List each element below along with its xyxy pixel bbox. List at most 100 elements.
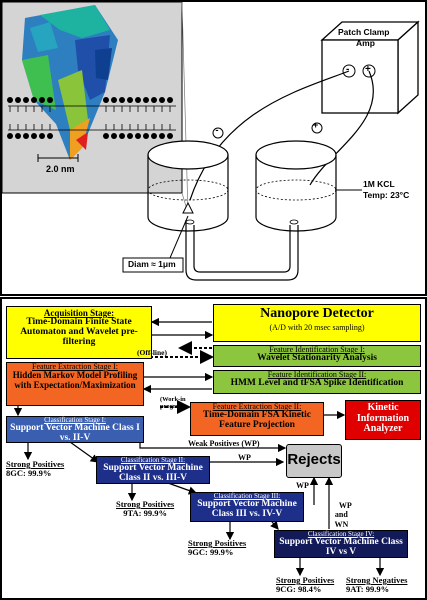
feature-extraction-stage-2-box: Feature Extraction Stage II: Time-Domain…	[190, 402, 324, 436]
classification-stage-1-box: Classification Stage I: Support Vector M…	[6, 416, 144, 443]
fe2-title: Feature Extraction Stage II:	[212, 402, 302, 411]
lipid-head	[159, 133, 165, 139]
lipid-head	[119, 133, 125, 139]
patch-clamp-amp-box	[320, 20, 420, 115]
sp3-val: 9GC: 99.9%	[188, 547, 234, 558]
lipid-head	[23, 97, 29, 103]
amp-label-line1: Patch Clamp	[338, 27, 390, 37]
amp-minus-label: -	[346, 64, 350, 75]
wp-label-a: WP	[238, 453, 251, 462]
lipid-head	[31, 97, 37, 103]
lipid-head	[159, 97, 165, 103]
sn4-val: 9AT: 99.9%	[346, 584, 390, 595]
lipid-head	[119, 97, 125, 103]
wp-and-wn-label: WP and WN	[334, 501, 352, 529]
cs2-title: Classification Stage II:	[120, 456, 186, 464]
sp2-val: 9TA: 99.9%	[123, 508, 167, 519]
lipid-head	[151, 133, 157, 139]
kinetic-line3: Analyzer	[363, 423, 403, 434]
lipid-head	[127, 97, 133, 103]
wp-label-b: WP	[296, 481, 309, 490]
classification-stage-3-box: Classification Stage III: Support Vector…	[190, 492, 304, 522]
lipid-head	[111, 133, 117, 139]
lipid-head	[23, 133, 29, 139]
feature-extraction-stage-1-box: Feature Extraction Stage I: Hidden Marko…	[6, 362, 144, 406]
cs3-body: Support Vector Machine Class III vs. IV-…	[197, 499, 297, 520]
right-cylinder-sign-label: +	[313, 120, 319, 130]
lipid-bilayer	[8, 105, 176, 131]
classification-stage-2-box: Classification Stage II: Support Vector …	[96, 456, 210, 484]
fi2-body: HMM Level and tFSA Spike Identification	[230, 378, 404, 389]
offline-label: (Off-line)	[137, 348, 167, 357]
strong-positives-3: Strong Positives 9GC: 99.9%	[188, 538, 247, 558]
cs2-body: Support Vector Machine Class II vs. III-…	[103, 463, 203, 484]
lipid-head	[143, 97, 149, 103]
lipid-head	[7, 97, 13, 103]
amp-plus-label: +	[365, 64, 371, 75]
kinetic-line2: Information	[356, 412, 410, 424]
work-in-progress-label: (Work-in progress)	[160, 396, 186, 410]
rejects-box: Rejects	[286, 444, 342, 478]
fi1-body: Wavelet Stationarity Analysis	[257, 353, 377, 364]
left-cylinder	[147, 140, 229, 232]
nanopore	[182, 201, 194, 214]
detector-subtitle: (A/D with 20 msec sampling)	[269, 322, 365, 332]
cs1-body: Support Vector Machine Class I vs. II-V	[10, 423, 140, 444]
acquisition-stage-body: Time-Domain Finite State Automaton and W…	[20, 317, 138, 348]
zoom-line-upper	[181, 1, 189, 214]
cs1-title: Classification Stage I:	[44, 416, 106, 424]
solution-line1: 1M KCL	[363, 179, 395, 189]
left-cylinder-sign-label: -	[215, 125, 219, 135]
lipid-head	[143, 133, 149, 139]
fe1-title: Feature Extraction Stage I:	[32, 362, 118, 371]
strong-negatives-4: Strong Negatives 9AT: 99.9%	[346, 575, 408, 595]
kinetic-information-analyzer-box: Kinetic Information Analyzer	[345, 400, 421, 440]
lipid-head	[135, 133, 141, 139]
diam-pointer	[169, 215, 189, 259]
fi2-title: Feature Identification Stage II:	[267, 370, 367, 379]
sp4-val: 9CG: 98.4%	[276, 584, 322, 595]
protein-structure	[22, 5, 118, 160]
lipid-head	[103, 133, 109, 139]
strong-positives-2: Strong Positives 9TA: 99.9%	[116, 499, 175, 519]
amp-label-line2: Amp	[356, 38, 375, 48]
feature-identification-stage-1-box: Feature Identification Stage I: Wavelet …	[213, 345, 421, 367]
fi1-title: Feature Identification Stage I:	[269, 345, 365, 354]
sp3-head: Strong Positives	[188, 538, 247, 548]
lipid-head	[111, 97, 117, 103]
lipid-head	[15, 133, 21, 139]
sn4-head: Strong Negatives	[346, 575, 408, 585]
lipid-head	[47, 133, 53, 139]
lipid-head	[127, 133, 133, 139]
feature-identification-stage-2-box: Feature Identification Stage II: HMM Lev…	[213, 370, 421, 394]
lipid-head	[167, 133, 173, 139]
classification-stage-4-box: Classification Stage IV: Support Vector …	[274, 530, 408, 558]
strong-positives-4: Strong Positives 9CG: 98.4%	[276, 575, 335, 595]
diam-label-box	[122, 257, 184, 273]
sp1-head: Strong Positives	[6, 459, 65, 469]
lipid-head	[47, 97, 53, 103]
lipid-head	[151, 97, 157, 103]
cs4-body: Support Vector Machine Class IV vs V	[279, 537, 403, 558]
acquisition-stage-box: Acquisition Stage: Time-Domain Finite St…	[6, 306, 152, 359]
top-apparatus	[1, 1, 420, 281]
right-cylinder-sign	[311, 122, 323, 134]
fe2-body: Time-Domain FSA Kinetic Feature Projecti…	[202, 410, 312, 431]
wire-minus	[189, 70, 350, 201]
sp4-head: Strong Positives	[276, 575, 335, 585]
lipid-head	[103, 97, 109, 103]
lipid-head	[167, 97, 173, 103]
wire-plus	[309, 70, 374, 186]
sp1-val: 8GC: 99.9%	[6, 468, 52, 479]
rejects-label: Rejects	[287, 451, 341, 468]
u-tube	[185, 220, 299, 281]
detector-title: Nanopore Detector	[260, 306, 374, 321]
cs4-title: Classification Stage IV:	[307, 530, 375, 538]
lipid-head	[7, 133, 13, 139]
solution-line2: Temp: 23°C	[363, 190, 410, 200]
lipid-head	[39, 97, 45, 103]
nanopore-detector-box: Nanopore Detector (A/D with 20 msec samp…	[213, 304, 421, 342]
sp2-head: Strong Positives	[116, 499, 175, 509]
acquisition-stage-title: Acquisition Stage:	[43, 308, 115, 318]
